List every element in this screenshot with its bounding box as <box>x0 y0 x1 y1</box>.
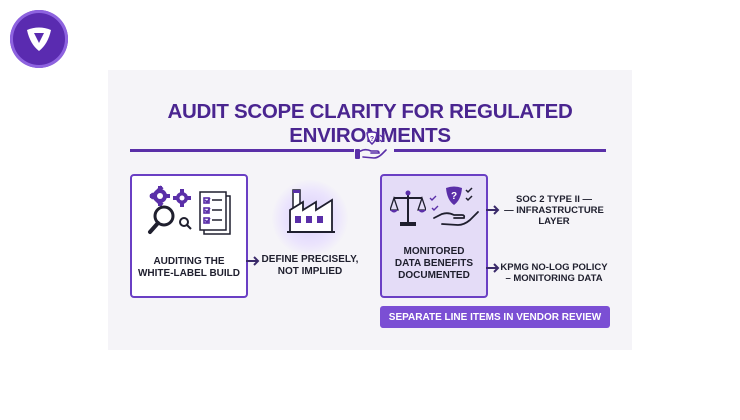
step-label-define-line1: DEFINE PRECISELY, <box>261 254 359 265</box>
shield-logo-icon <box>27 27 51 51</box>
outcome-soc2-line1: SOC 2 TYPE II — <box>515 194 593 205</box>
gears-magnifier-icon <box>148 185 192 234</box>
title-rule-right <box>394 149 606 152</box>
svg-text:?: ? <box>451 191 457 202</box>
step-card-monitored[interactable]: ? MONITORED DATA BENEFITS DOCUMENTED <box>380 174 488 298</box>
outcome-kpmg-line1: KPMG NO-LOG POLICY <box>500 262 608 273</box>
arrow-right-icon <box>246 256 260 266</box>
arrow-right-icon <box>486 263 500 273</box>
shield-check-hand-icon: ? <box>429 186 479 226</box>
shield-hand-icon: ? <box>355 131 387 159</box>
outcome-soc2: SOC 2 TYPE II — — INFRASTRUCTURE LAYER <box>498 194 610 227</box>
outcome-kpmg: KPMG NO-LOG POLICY – MONITORING DATA <box>498 262 610 284</box>
outcome-kpmg-line2: – MONITORING DATA <box>505 273 603 284</box>
step-label-auditing-line1: AUDITING THE <box>153 256 225 267</box>
svg-text:?: ? <box>370 136 374 143</box>
scales-icon <box>390 190 426 226</box>
title-rule-left <box>130 149 354 152</box>
infographic-panel: AUDIT SCOPE CLARITY FOR REGULATED ENVIRO… <box>108 70 632 350</box>
step-label-monitored: MONITORED DATA BENEFITS DOCUMENTED <box>382 246 486 282</box>
step-label-monitored-line2: DATA BENEFITS <box>394 258 474 269</box>
step-label-monitored-line1: MONITORED <box>403 246 465 257</box>
step-label-define-line2: NOT IMPLIED <box>277 266 343 277</box>
checklist-icon <box>199 191 231 235</box>
outcome-soc2-line3: LAYER <box>538 216 570 227</box>
step-label-define: DEFINE PRECISELY, NOT IMPLIED <box>258 254 362 278</box>
vendor-review-badge: SEPARATE LINE ITEMS IN VENDOR REVIEW <box>380 306 610 328</box>
arrow-right-icon <box>486 205 500 215</box>
outcome-soc2-line2: — INFRASTRUCTURE <box>504 205 604 216</box>
factory-icon <box>287 189 335 233</box>
step-label-monitored-line3: DOCUMENTED <box>398 270 470 281</box>
step-card-auditing[interactable]: AUDITING THE WHITE-LABEL BUILD <box>130 174 248 298</box>
brand-logo[interactable] <box>10 10 68 68</box>
step-label-auditing: AUDITING THE WHITE-LABEL BUILD <box>132 256 246 280</box>
step-label-auditing-line2: WHITE-LABEL BUILD <box>137 268 241 279</box>
